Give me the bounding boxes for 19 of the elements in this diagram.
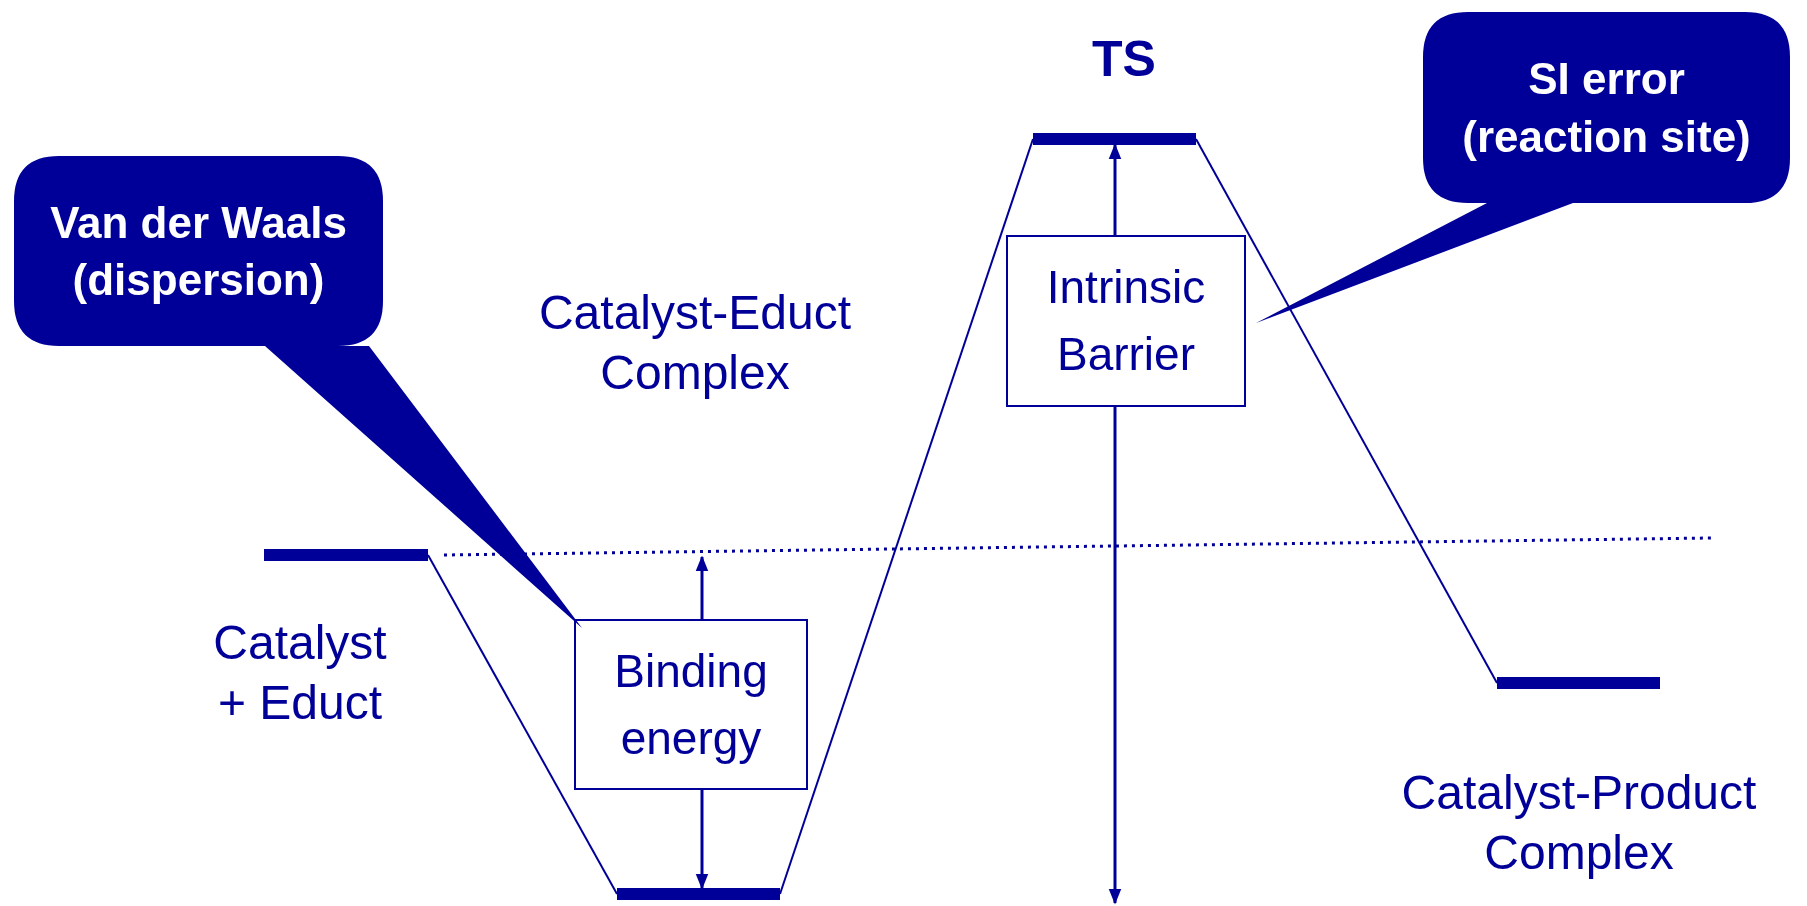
arrow	[695, 555, 709, 619]
callout-text: Van der Waals (dispersion)	[49, 196, 348, 306]
connector-line	[1195, 138, 1498, 684]
energy-level-bar	[264, 549, 428, 561]
arrow	[1108, 407, 1122, 905]
label-box: Binding energy	[574, 619, 808, 790]
energy-level-bar	[1033, 133, 1196, 145]
energy-level-bar	[617, 888, 780, 900]
energy-level-bar	[1497, 677, 1660, 689]
energy-level-label: Catalyst-Product Complex	[1400, 765, 1758, 881]
energy-level-label: Catalyst-Educt Complex	[537, 285, 853, 401]
connector-line	[427, 554, 618, 895]
arrow	[695, 790, 709, 890]
label-box: Intrinsic Barrier	[1006, 235, 1246, 407]
energy-level-label: TS	[1091, 30, 1157, 89]
arrow	[1108, 143, 1122, 235]
energy-level-label: Catalyst + Educt	[212, 615, 388, 731]
connector-line	[779, 138, 1034, 895]
callout-text: SI error (reaction site)	[1461, 53, 1752, 163]
